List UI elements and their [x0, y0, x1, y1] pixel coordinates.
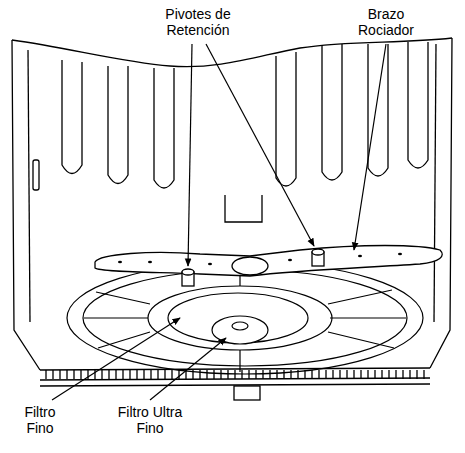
spray-arm-hub: [232, 257, 268, 275]
spray-arm: [95, 246, 442, 287]
retention-pivot-top: [312, 249, 324, 255]
part-label: Brazo Rociador: [350, 6, 422, 38]
leader-line: [188, 44, 192, 266]
part-label: Filtro Ultra Fino: [117, 404, 183, 436]
spray-arm-body: [95, 246, 442, 277]
wall-ribs: [62, 42, 428, 188]
side-slot: [33, 160, 39, 190]
spray-holes: [118, 253, 402, 266]
leader-line: [52, 318, 180, 400]
tub-right-wall: [430, 38, 452, 368]
tub-top-edge: [12, 38, 452, 67]
leader-lines: [52, 44, 386, 400]
ultra-fine-filter: [212, 316, 268, 344]
fine-filter-ring: [148, 286, 332, 350]
tub: [12, 38, 452, 400]
filter-outer-ring: [67, 262, 423, 374]
fine-filter: [168, 293, 308, 343]
leader-line: [206, 44, 314, 246]
pump-base: [234, 386, 260, 400]
leader-line: [150, 338, 226, 400]
leader-line: [354, 44, 386, 250]
filter-assembly: [67, 262, 423, 374]
tub-left-wall: [12, 40, 40, 370]
tub-right-inner: [434, 44, 436, 322]
filter-spokes: [84, 270, 406, 372]
upper-spray-mount: [225, 195, 262, 222]
ultra-fine-hub: [232, 322, 248, 330]
part-label: Filtro Fino: [15, 404, 65, 436]
retention-pivot-top: [182, 269, 194, 275]
tub-left-inner: [28, 50, 30, 322]
part-label: Pivotes de Retención: [154, 6, 242, 38]
